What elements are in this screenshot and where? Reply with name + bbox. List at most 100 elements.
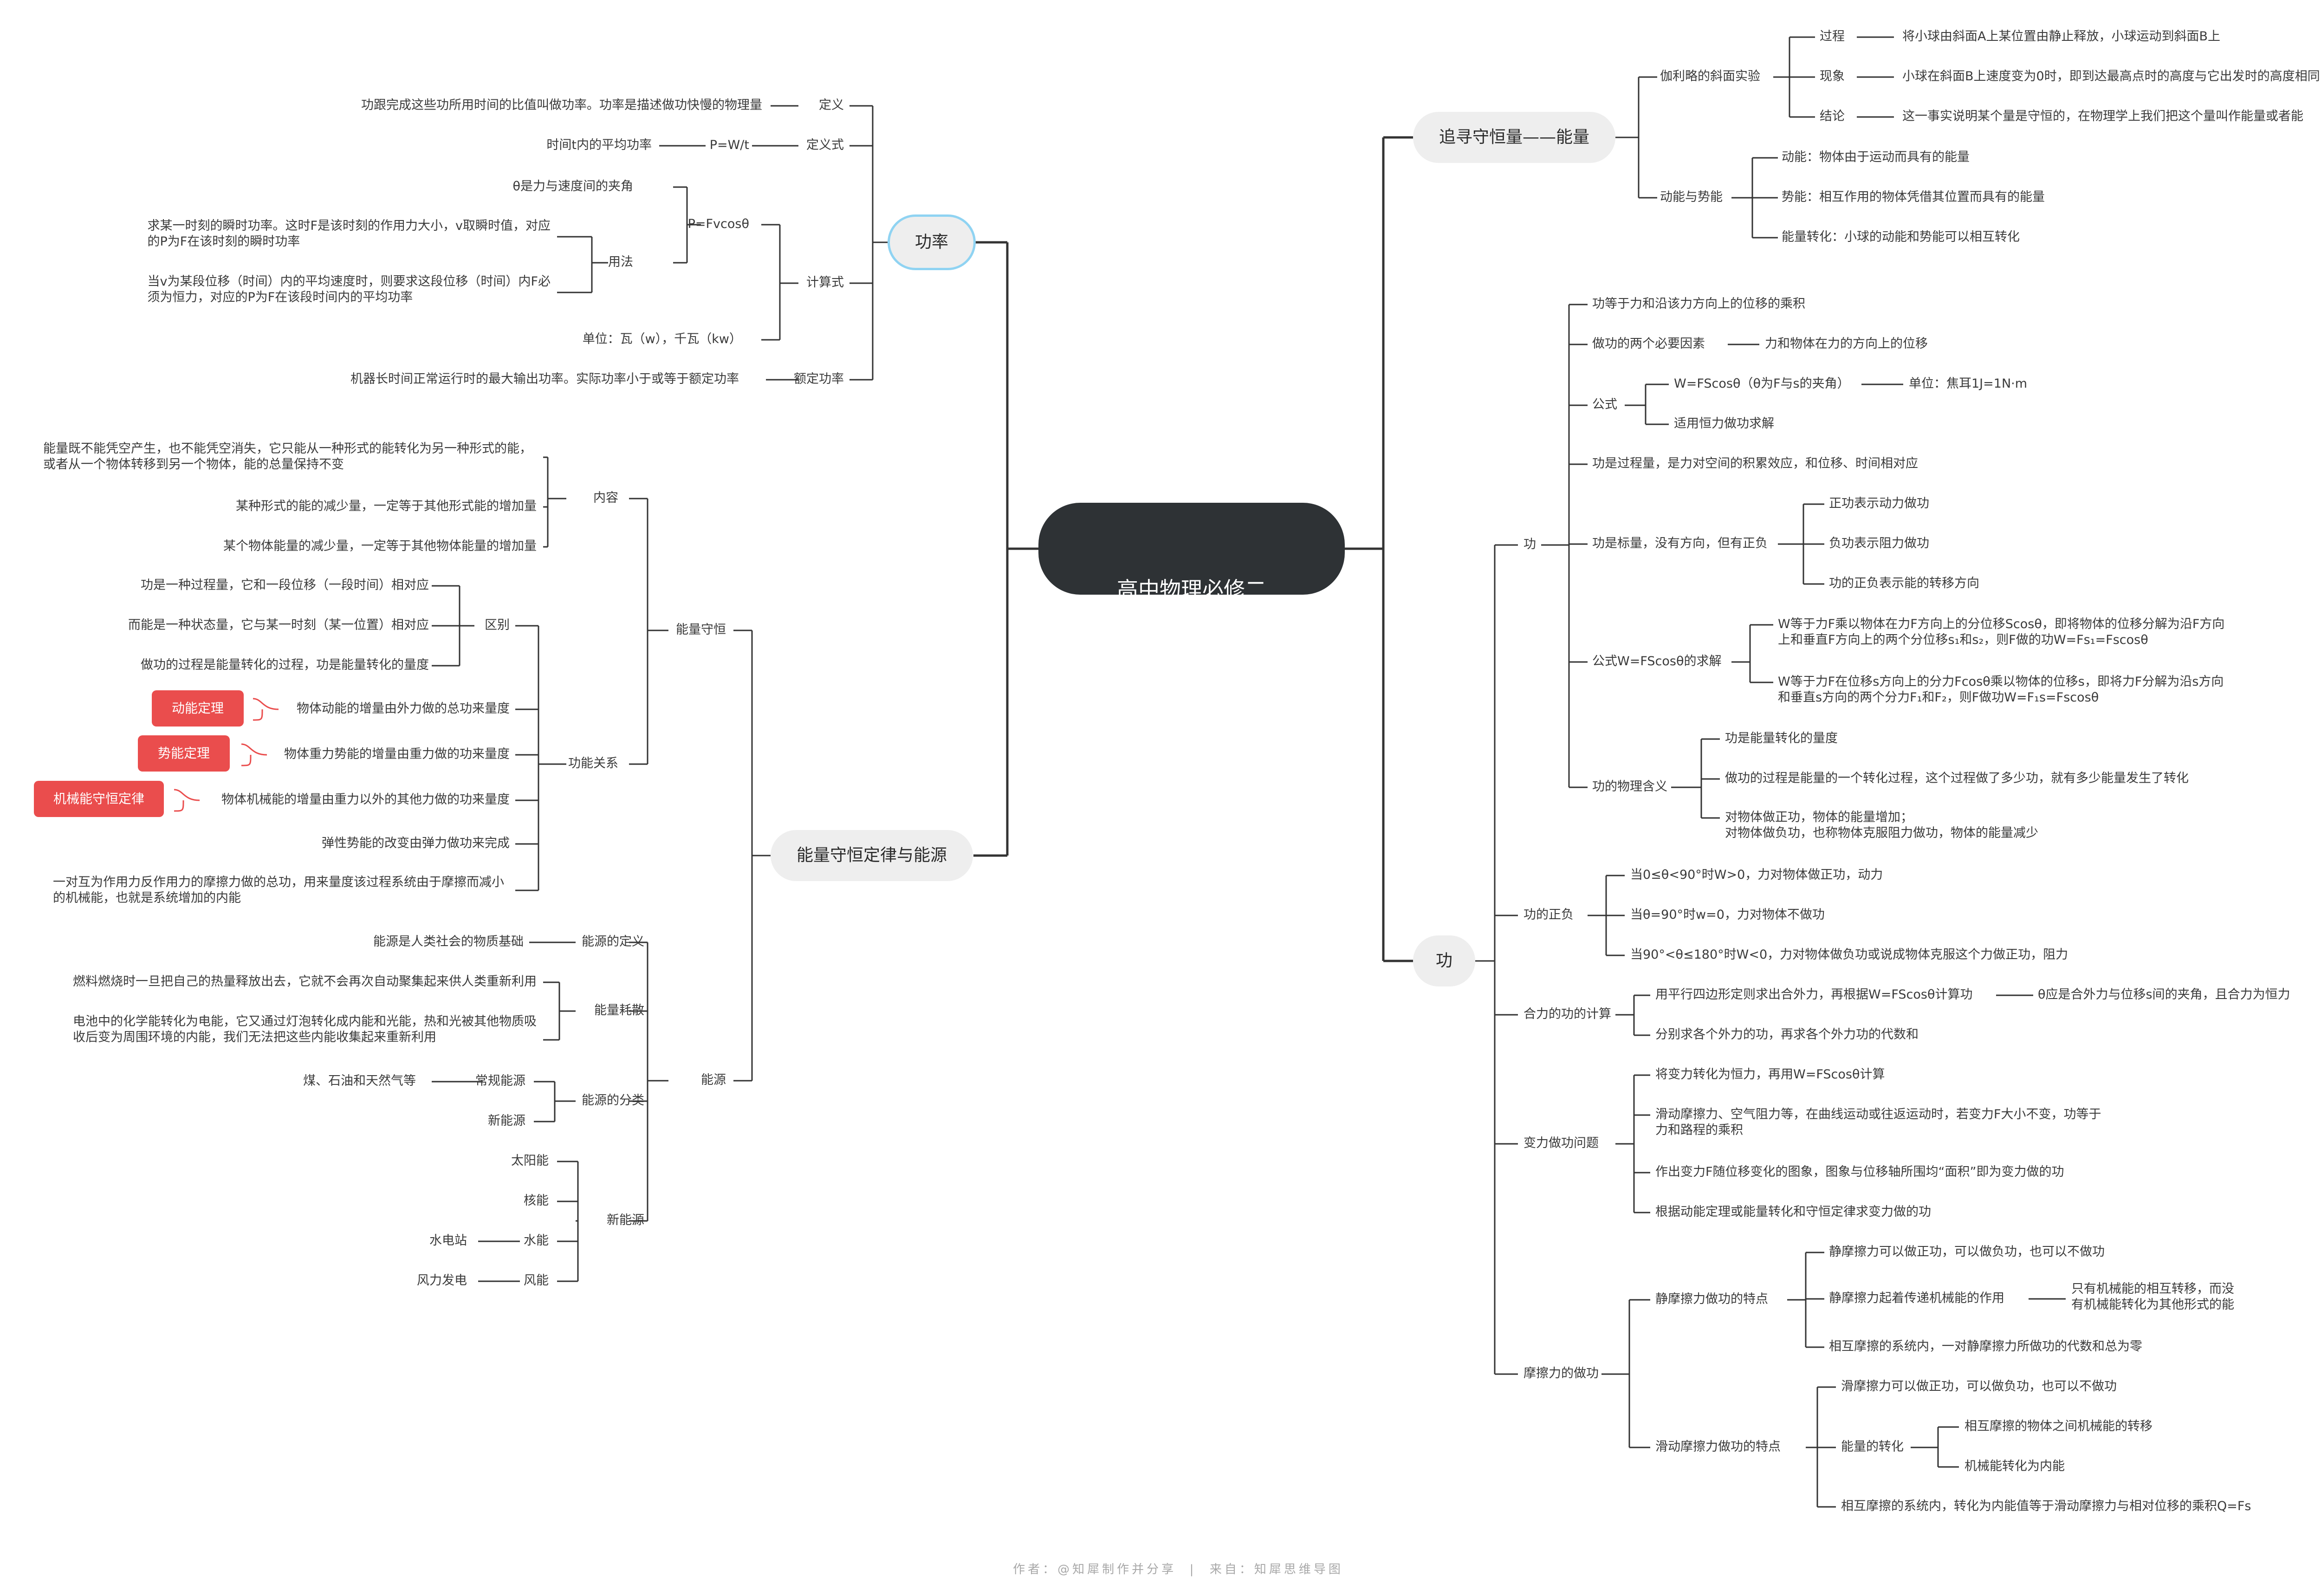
work-formula-scope[interactable]: 适用恒力做功求解 <box>1674 416 1774 431</box>
root-node[interactable]: 高中物理必修二 第七章机械能守恒定律 <box>1038 503 1345 688</box>
variable-force-label[interactable]: 变力做功问题 <box>1524 1136 1599 1150</box>
static-friction-2a[interactable]: 只有机械能的相互转移，而没 有机械能转化为其他形式的能 <box>2071 1282 2234 1312</box>
new-energy-sub-label[interactable]: 新能源 <box>607 1213 644 1227</box>
work-meaning[interactable]: 功的物理含义 <box>1592 779 1667 794</box>
branch-power[interactable]: 功率 <box>890 217 973 268</box>
work-meaning-a[interactable]: 功是能量转化的量度 <box>1725 731 1838 746</box>
power-rated-text[interactable]: 机器长时间正常运行时的最大输出功率。实际功率小于或等于额定功率 <box>350 372 739 386</box>
work-formula-solve[interactable]: 公式W=FScosθ的求解 <box>1592 654 1722 668</box>
static-friction-2[interactable]: 静摩擦力起着传递机械能的作用 <box>1829 1291 2004 1305</box>
work-unit[interactable]: 单位：焦耳1J=1N·m <box>1909 376 2028 391</box>
work-factors-detail[interactable]: 力和物体在力的方向上的位移 <box>1765 337 1928 351</box>
work-meaning-c[interactable]: 对物体做正功，物体的能量增加； 对物体做负功，也称物体克服阻力做功，物体的能量减… <box>1725 810 2038 840</box>
power-rated-label[interactable]: 额定功率 <box>794 372 844 386</box>
work-positive[interactable]: 正功表示动力做功 <box>1829 496 1929 511</box>
branch-work[interactable]: 功 <box>1413 935 1475 986</box>
variable-force-4[interactable]: 根据动能定理或能量转化和守恒定律求变力做的功 <box>1655 1205 1931 1219</box>
static-friction-1[interactable]: 静摩擦力可以做正功，可以做负功，也可以不做功 <box>1829 1245 2105 1259</box>
friction-work-label[interactable]: 摩擦力的做功 <box>1524 1366 1599 1381</box>
sliding-friction-2a[interactable]: 相互摩擦的物体之间机械能的转移 <box>1964 1419 2152 1434</box>
badge-kinetic-theorem[interactable]: 动能定理 <box>152 690 244 727</box>
consume-2[interactable]: 电池中的化学能转化为电能，它又通过灯泡转化成内能和光能，热和光被其他物质吸 收后… <box>73 1014 537 1045</box>
phenomenon-label[interactable]: 现象 <box>1820 69 1845 84</box>
work-def[interactable]: 功等于力和沿该力方向上的位移的乘积 <box>1592 297 1805 311</box>
sliding-friction-1[interactable]: 滑摩擦力可以做正功，可以做负功，也可以不做功 <box>1841 1379 2117 1394</box>
sliding-friction-2[interactable]: 能量的转化 <box>1841 1440 1904 1454</box>
work-negative[interactable]: 负功表示阻力做功 <box>1829 536 1929 551</box>
conclusion-label[interactable]: 结论 <box>1820 109 1845 123</box>
net-work-2[interactable]: 分别求各个外力的功，再求各个外力功的代数和 <box>1655 1027 1919 1042</box>
work-formula-solve-a[interactable]: W等于力F乘以物体在力F方向上的分位移Scosθ，即将物体的位移分解为沿F方向 … <box>1778 617 2225 647</box>
energy-conversion[interactable]: 能量转化：小球的动能和势能可以相互转化 <box>1782 230 2020 244</box>
conservation-diff-1[interactable]: 功是一种过程量，它和一段位移（一段时间）相对应 <box>141 578 429 592</box>
power-usage-instant[interactable]: 求某一时刻的瞬时功率。这时F是该时刻的作用力大小，v取瞬时值，对应 的P为F在该… <box>147 219 551 249</box>
net-work-1[interactable]: 用平行四边形定则求出合外力，再根据W=FScosθ计算功 <box>1655 987 1973 1002</box>
conclusion-text[interactable]: 这一事实说明某个量是守恒的，在物理学上我们把这个量叫作能量或者能 <box>1902 109 2303 123</box>
kinetic-potential[interactable]: 动能与势能 <box>1660 190 1723 204</box>
wind-example[interactable]: 风力发电 <box>417 1273 467 1288</box>
energy-source-label[interactable]: 能源 <box>701 1073 726 1087</box>
conservation-content-3[interactable]: 某个物体能量的减少量，一定等于其他物体能量的增加量 <box>223 539 537 553</box>
power-calc-formula[interactable]: P=Fvcosθ <box>687 217 749 231</box>
conservation-rel-3[interactable]: 物体机械能的增量由重力以外的其他力做的功来量度 <box>221 792 510 807</box>
badge-potential-theorem[interactable]: 势能定理 <box>138 735 230 772</box>
sliding-friction-label[interactable]: 滑动摩擦力做功的特点 <box>1655 1440 1781 1454</box>
sliding-friction-3[interactable]: 相互摩擦的系统内，转化为内能值等于滑动摩擦力与相对位移的乘积Q=Fs <box>1841 1499 2251 1513</box>
work-formula-label[interactable]: 公式 <box>1592 397 1617 412</box>
source-def-text[interactable]: 能源是人类社会的物质基础 <box>373 934 524 949</box>
variable-force-1[interactable]: 将变力转化为恒力，再用W=FScosθ计算 <box>1655 1067 1885 1082</box>
sliding-friction-2b[interactable]: 机械能转化为内能 <box>1964 1459 2065 1473</box>
conservation-rel-5[interactable]: 一对互为作用力反作用力的摩擦力做的总功，用来量度该过程系统由于摩擦而减小 的机械… <box>53 875 504 905</box>
net-work-1a[interactable]: θ应是合外力与位移s间的夹角，且合力为恒力 <box>2038 987 2290 1002</box>
power-def-label[interactable]: 定义 <box>819 98 844 112</box>
solar-energy[interactable]: 太阳能 <box>511 1154 549 1168</box>
work-process-quantity[interactable]: 功是过程量，是力对空间的积累效应，和位移、时间相对应 <box>1592 456 1918 471</box>
conservation-rel-1[interactable]: 物体动能的增量由外力做的总功来量度 <box>297 701 510 716</box>
branch-energy-conservation[interactable]: 能量守恒定律与能源 <box>771 830 973 881</box>
galileo-experiment[interactable]: 伽利略的斜面实验 <box>1660 69 1760 84</box>
work-sign-1[interactable]: 当0≤θ<90°时W>0，力对物体做正功，动力 <box>1630 868 1883 882</box>
process-text[interactable]: 将小球由斜面A上某位置由静止释放，小球运动到斜面B上 <box>1902 29 2220 44</box>
source-def-label[interactable]: 能源的定义 <box>582 934 644 949</box>
conservation-content-2[interactable]: 某种形式的能的减少量，一定等于其他形式能的增加量 <box>236 499 537 513</box>
variable-force-2[interactable]: 滑动摩擦力、空气阻力等，在曲线运动或往返运动时，若变力F大小不变，功等于 力和路… <box>1655 1107 2101 1137</box>
variable-force-3[interactable]: 作出变力F随位移变化的图象，图象与位移轴所围均“面积”即为变力做的功 <box>1655 1165 2064 1179</box>
badge-mechanical-conservation[interactable]: 机械能守恒定律 <box>34 781 164 817</box>
power-formula[interactable]: P=W/t <box>709 138 749 152</box>
branch-pursuit-energy[interactable]: 追寻守恒量——能量 <box>1413 112 1615 163</box>
consume-label[interactable]: 能量耗散 <box>594 1003 644 1018</box>
conservation-diff-label[interactable]: 区别 <box>485 618 510 632</box>
conventional-text[interactable]: 煤、石油和天然气等 <box>303 1074 416 1088</box>
phenomenon-text[interactable]: 小球在斜面B上速度变为0时，即到达最高点时的高度与它出发时的高度相同 <box>1902 69 2320 84</box>
work-meaning-b[interactable]: 做功的过程是能量的一个转化过程，这个过程做了多少功，就有多少能量发生了转化 <box>1725 771 2189 785</box>
power-usage-label[interactable]: 用法 <box>608 255 633 269</box>
conservation-content-label[interactable]: 内容 <box>593 491 618 505</box>
conventional-label[interactable]: 常规能源 <box>475 1074 525 1088</box>
kinetic-energy-def[interactable]: 动能：物体由于运动而具有的能量 <box>1782 150 1970 164</box>
new-energy-label[interactable]: 新能源 <box>488 1114 525 1128</box>
process-label[interactable]: 过程 <box>1820 29 1845 44</box>
conservation-diff-2[interactable]: 而能是一种状态量，它与某一时刻（某一位置）相对应 <box>128 618 429 632</box>
class-label[interactable]: 能源的分类 <box>582 1093 644 1108</box>
power-formula-note[interactable]: 时间t内的平均功率 <box>546 138 652 152</box>
wind-energy[interactable]: 风能 <box>524 1273 549 1288</box>
conservation-diff-3[interactable]: 做功的过程是能量转化的过程，功是能量转化的量度 <box>141 658 429 672</box>
work-sign-2[interactable]: 当θ=90°时w=0，力对物体不做功 <box>1630 908 1825 922</box>
work-sign-label[interactable]: 功的正负 <box>1524 908 1574 922</box>
consume-1[interactable]: 燃料燃烧时一旦把自己的热量释放出去，它就不会再次自动聚集起来供人类重新利用 <box>73 974 537 989</box>
power-def-text[interactable]: 功跟完成这些功所用时间的比值叫做功率。功率是描述做功快慢的物理量 <box>361 98 762 112</box>
static-friction-label[interactable]: 静摩擦力做功的特点 <box>1655 1292 1768 1306</box>
conservation-rel-2[interactable]: 物体重力势能的增量由重力做的功来量度 <box>284 747 510 761</box>
work-formula[interactable]: W=FScosθ（θ为F与s的夹角） <box>1674 376 1850 391</box>
conservation-content-1[interactable]: 能量既不能凭空产生，也不能凭空消失，它只能从一种形式的能转化为另一种形式的能， … <box>43 441 532 472</box>
work-sign-3[interactable]: 当90°<θ≤180°时W<0，力对物体做负功或说成物体克服这个力做正功，阻力 <box>1630 947 2068 962</box>
work-factors[interactable]: 做功的两个必要因素 <box>1592 337 1705 351</box>
hydro-energy[interactable]: 水能 <box>524 1233 549 1248</box>
potential-energy-def[interactable]: 势能：相互作用的物体凭借其位置而具有的能量 <box>1782 190 2045 204</box>
work-sub-label[interactable]: 功 <box>1524 537 1536 551</box>
power-formula-label[interactable]: 定义式 <box>806 138 844 152</box>
static-friction-3[interactable]: 相互摩擦的系统内，一对静摩擦力所做功的代数和总为零 <box>1829 1339 2142 1354</box>
conservation-relation-label[interactable]: 功能关系 <box>568 756 618 771</box>
work-scalar[interactable]: 功是标量，没有方向，但有正负 <box>1592 536 1768 551</box>
power-usage-average[interactable]: 当v为某段位移（时间）内的平均速度时，则要求这段位移（时间）内F必 须为恒力，对… <box>147 274 551 305</box>
